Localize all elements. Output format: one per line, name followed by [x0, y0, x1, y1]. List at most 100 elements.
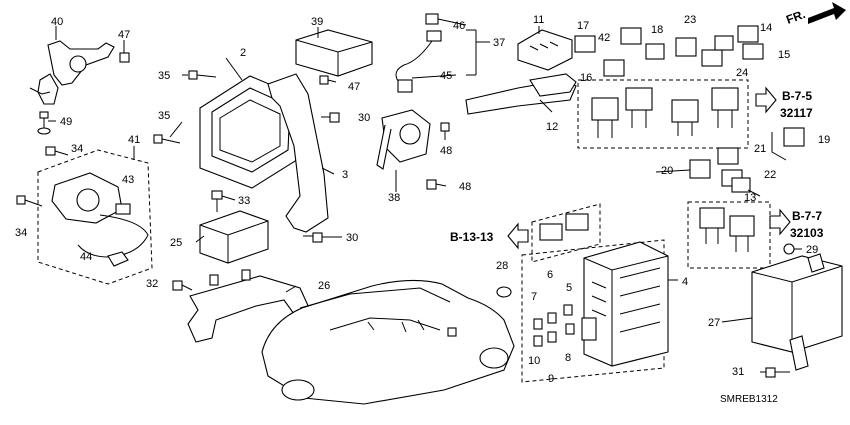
label-18: 18 — [651, 24, 663, 36]
part-26-bracket — [187, 269, 311, 343]
relay-sockets-b75 — [591, 87, 739, 138]
vehicle-outline — [261, 279, 515, 405]
ref-b75-number[interactable]: 32117 — [780, 106, 813, 120]
label-30a: 30 — [358, 112, 370, 124]
part-2-ecu — [199, 75, 303, 189]
part-41-group-outline — [37, 149, 153, 285]
label-6: 6 — [547, 269, 553, 281]
label-38: 38 — [388, 192, 400, 204]
ref-b77-number[interactable]: 32103 — [790, 226, 824, 240]
group-b75-outline — [577, 79, 749, 149]
label-37: 37 — [493, 37, 505, 49]
label-32: 32 — [146, 278, 158, 290]
part-48-bolts — [426, 122, 450, 190]
label-22: 22 — [764, 169, 776, 181]
part-19-relay — [771, 127, 805, 161]
label-47b: 47 — [348, 81, 360, 93]
part-3-bracket — [267, 73, 329, 233]
label-8: 8 — [565, 352, 571, 364]
label-16: 16 — [580, 72, 592, 84]
label-25: 25 — [170, 237, 182, 249]
part-30-bolts — [303, 112, 340, 243]
ref-b1313[interactable]: B-13-13 — [450, 230, 494, 244]
label-12: 12 — [546, 121, 558, 133]
part-37-harness — [395, 30, 442, 93]
part-47-bolt — [119, 44, 130, 63]
part-38-sensor — [376, 109, 431, 170]
label-46: 46 — [453, 20, 465, 32]
label-13: 13 — [744, 192, 756, 204]
part-41-angle-sensor — [51, 172, 149, 258]
label-48a: 48 — [440, 145, 452, 157]
label-9: 9 — [548, 373, 554, 385]
label-48b: 48 — [459, 181, 471, 193]
front-marker-label: FR. — [784, 7, 807, 27]
label-24: 24 — [736, 67, 748, 79]
part-11-fob — [517, 29, 573, 71]
relays-mid-group — [689, 147, 751, 193]
label-10: 10 — [528, 355, 540, 367]
label-34b: 34 — [15, 227, 27, 239]
label-29: 29 — [806, 244, 818, 256]
label-30b: 30 — [346, 232, 358, 244]
part-25-module — [199, 210, 269, 264]
label-5: 5 — [566, 282, 572, 294]
label-41: 41 — [128, 134, 140, 146]
label-3: 3 — [342, 169, 348, 181]
label-15: 15 — [778, 49, 790, 61]
label-14: 14 — [760, 22, 772, 34]
part-47b-bolt — [319, 75, 337, 85]
arrow-b75 — [755, 86, 777, 114]
label-4: 4 — [682, 276, 688, 288]
label-19: 19 — [818, 134, 830, 146]
fuses-5-10 — [533, 304, 575, 347]
part-33-nut — [211, 190, 223, 212]
label-44: 44 — [80, 251, 92, 263]
label-35a: 35 — [158, 70, 170, 82]
label-21: 21 — [754, 143, 766, 155]
label-27: 27 — [708, 317, 720, 329]
label-39: 39 — [311, 16, 323, 28]
label-45: 45 — [440, 70, 452, 82]
label-40: 40 — [51, 16, 63, 28]
label-17: 17 — [577, 20, 589, 32]
ref-b77-code[interactable]: B-7-7 — [792, 209, 822, 223]
part-35-bolts — [153, 70, 217, 144]
leader-lines — [48, 18, 802, 373]
part-34-bolts — [16, 146, 69, 207]
part-31-bolt — [765, 367, 790, 378]
part-44-clip — [107, 251, 129, 267]
label-42: 42 — [598, 32, 610, 44]
part-4-fuse-box — [581, 241, 669, 367]
part-46-connector — [425, 13, 439, 25]
front-direction-arrow — [808, 2, 846, 24]
label-31: 31 — [732, 366, 744, 378]
label-49: 49 — [60, 116, 72, 128]
part-40-sensor-arm — [29, 40, 115, 105]
diagram-code: SMREB1312 — [720, 394, 778, 405]
relays-top-group — [574, 25, 764, 77]
sockets-b1313 — [539, 213, 589, 241]
part-32-bolt — [172, 280, 193, 291]
label-7: 7 — [531, 291, 537, 303]
part-27-control-unit — [751, 253, 843, 371]
label-34a: 34 — [71, 143, 83, 155]
arrow-b77 — [769, 208, 791, 236]
part-28-grommet — [496, 286, 512, 298]
relay-sockets-b77 — [699, 207, 755, 252]
label-28: 28 — [496, 260, 508, 272]
label-23: 23 — [684, 14, 696, 26]
label-35b: 35 — [158, 110, 170, 122]
label-33: 33 — [238, 195, 250, 207]
label-11: 11 — [533, 14, 544, 26]
part-4-group-outline — [521, 239, 665, 383]
part-29-nut — [783, 243, 795, 255]
label-2: 2 — [240, 47, 246, 59]
part-39-module — [295, 29, 373, 77]
label-26: 26 — [318, 280, 330, 292]
arrow-b1313 — [507, 222, 529, 250]
label-43: 43 — [122, 174, 134, 186]
ref-b75-code[interactable]: B-7-5 — [782, 89, 812, 103]
label-47a: 47 — [118, 29, 130, 41]
